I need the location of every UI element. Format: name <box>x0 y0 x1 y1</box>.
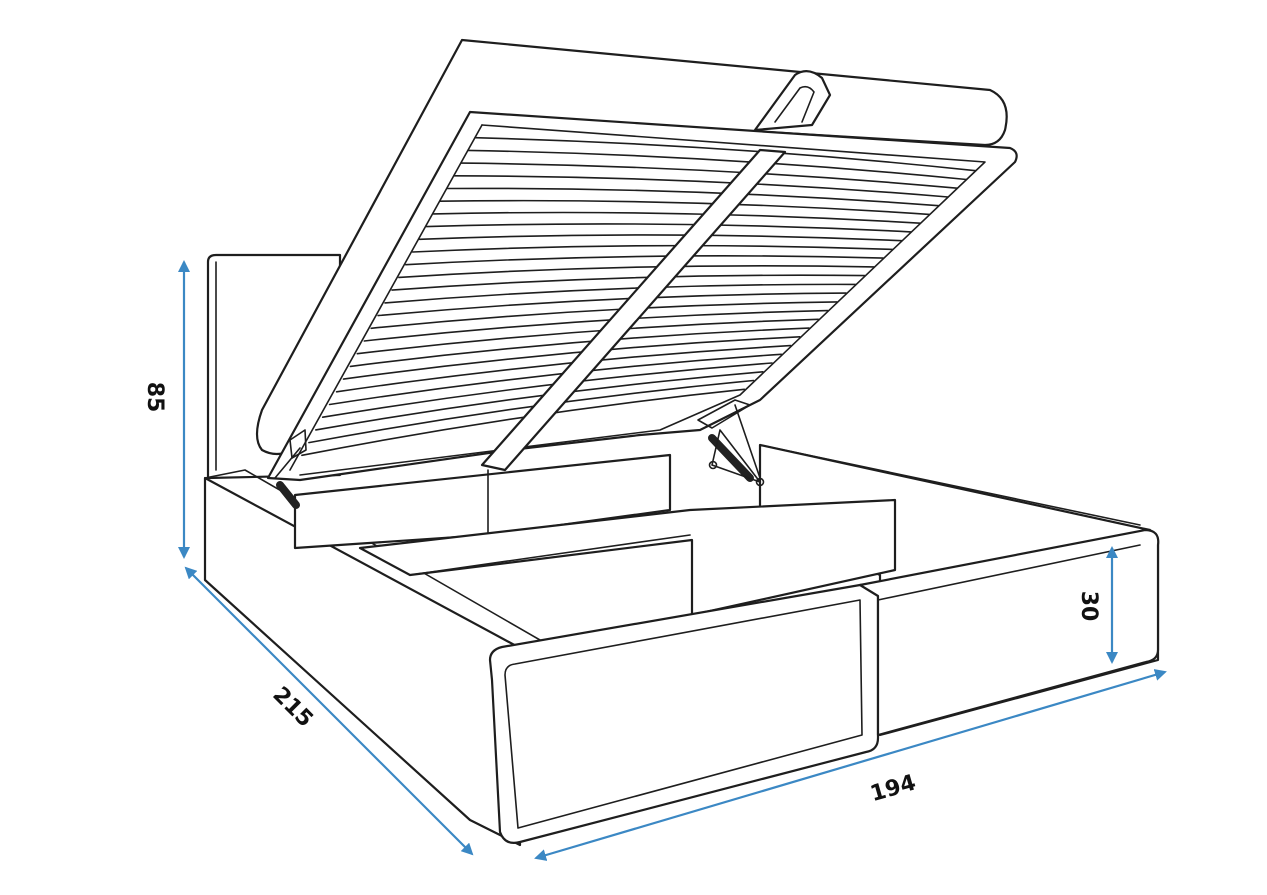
center-beam <box>480 148 787 472</box>
lifted-top <box>255 38 1018 482</box>
slat <box>308 379 755 444</box>
slat <box>432 211 921 224</box>
slat <box>391 274 866 291</box>
slat <box>363 309 829 342</box>
dim-label-30: 30 <box>1076 591 1101 622</box>
slat <box>321 362 773 418</box>
slat <box>411 244 894 253</box>
dimension-lines <box>178 260 1167 861</box>
slat <box>328 353 783 406</box>
slats <box>301 136 977 457</box>
slat <box>384 283 857 304</box>
slat <box>398 264 875 279</box>
slat <box>425 223 912 233</box>
dim-label-85: 85 <box>142 382 167 413</box>
slat <box>315 371 764 431</box>
slat <box>377 292 847 317</box>
slat <box>405 255 884 266</box>
slat <box>453 175 949 198</box>
slat <box>460 162 958 189</box>
slat <box>474 136 977 172</box>
slat <box>418 234 903 242</box>
slat <box>370 301 838 330</box>
gas-lift-right <box>697 399 765 487</box>
dim-label-215: 215 <box>268 682 318 732</box>
slat <box>356 318 820 355</box>
slat <box>335 344 792 393</box>
gas-lift-left <box>274 429 307 509</box>
slat <box>342 336 801 380</box>
slat <box>349 327 810 368</box>
dim-label-194: 194 <box>868 770 919 807</box>
slat <box>439 199 931 216</box>
slat <box>467 149 968 181</box>
dim-line-194 <box>534 669 1167 861</box>
dim-line-215 <box>184 566 474 856</box>
slat <box>446 187 940 207</box>
bed-base <box>203 443 1160 847</box>
